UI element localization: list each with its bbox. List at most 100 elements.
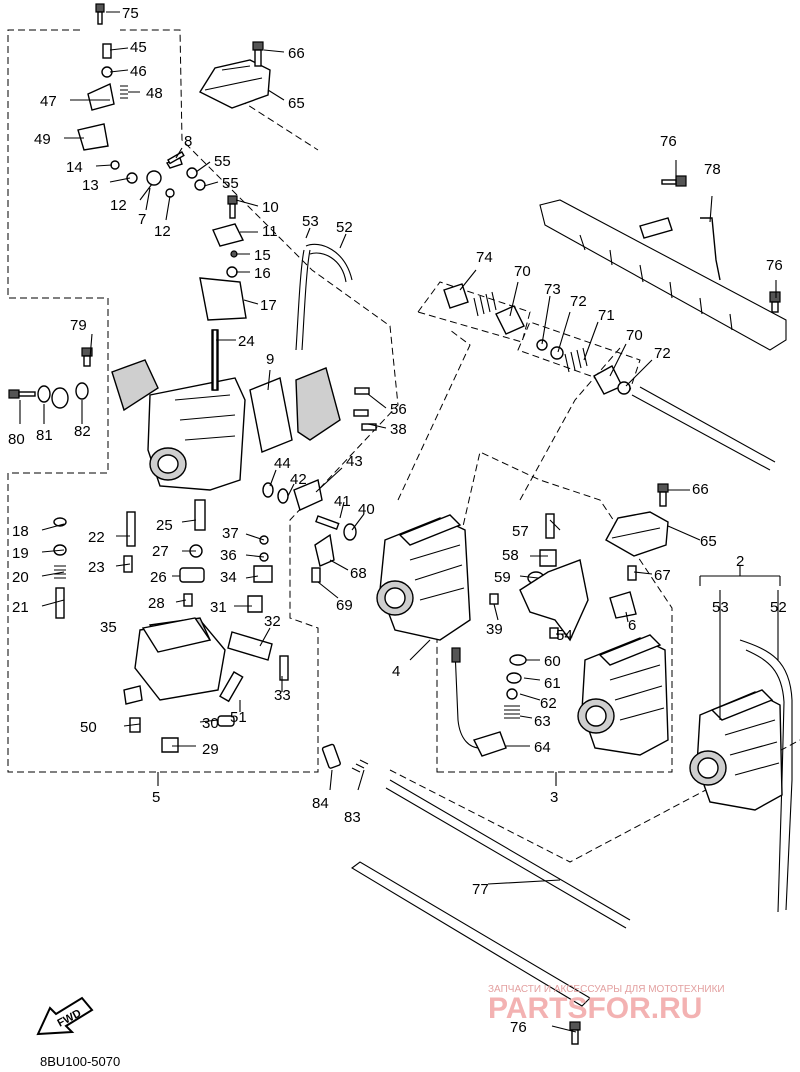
callout-c69: 69 (336, 597, 353, 614)
callout-c41: 41 (334, 493, 351, 510)
callout-c62: 62 (540, 695, 557, 712)
fwd-arrow-icon: FWD (36, 996, 94, 1036)
hose-52 (305, 243, 353, 283)
callout-c42: 42 (290, 471, 307, 488)
drawing-code: 8BU100-5070 (40, 1054, 120, 1069)
callout-c72a: 72 (570, 293, 587, 310)
callout-c76a: 76 (660, 133, 677, 150)
callout-c23: 23 (88, 559, 105, 576)
group-boundary-shaft (417, 281, 641, 391)
callout-c66b: 66 (692, 481, 709, 498)
choke-rod-77 (385, 779, 631, 929)
callout-c50: 50 (80, 719, 97, 736)
top-cover-65-upper (198, 59, 271, 109)
callout-c40: 40 (358, 501, 375, 518)
callout-c57: 57 (512, 523, 529, 540)
callout-c43: 43 (346, 453, 363, 470)
callout-c45: 45 (130, 39, 147, 56)
callout-c77: 77 (472, 881, 489, 898)
group-boundary-left (7, 29, 399, 773)
callout-c29: 29 (202, 741, 219, 758)
leader-carb3-top (519, 347, 621, 501)
callout-c55b: 55 (222, 175, 239, 192)
carburetor-4 (376, 514, 471, 641)
callout-c73: 73 (544, 281, 561, 298)
callout-c68: 68 (350, 565, 367, 582)
callout-c13: 13 (82, 177, 99, 194)
callout-c3: 3 (550, 789, 558, 806)
callout-c4: 4 (392, 663, 400, 680)
callout-c22: 22 (88, 529, 105, 546)
callout-c81: 81 (36, 427, 53, 444)
callout-c66a: 66 (288, 45, 305, 62)
small-parts (8, 3, 781, 1045)
callout-c47: 47 (40, 93, 57, 110)
callout-c67: 67 (654, 567, 671, 584)
leader-65-66-top (239, 99, 319, 151)
callout-c37: 37 (222, 525, 239, 542)
callout-c21: 21 (12, 599, 29, 616)
callout-c51: 51 (230, 709, 247, 726)
callout-c5: 5 (152, 789, 160, 806)
callout-c46: 46 (130, 63, 147, 80)
callout-c31: 31 (210, 599, 227, 616)
callout-c72b: 72 (654, 345, 671, 362)
callout-c12a: 12 (110, 197, 127, 214)
fuel-rail-bar (539, 199, 787, 351)
leader-lines (19, 11, 779, 1033)
carburetor-left (147, 329, 246, 491)
callout-c2: 2 (736, 553, 744, 570)
callout-c44: 44 (274, 455, 291, 472)
cover-plate (295, 367, 341, 441)
callout-c54: 54 (556, 627, 573, 644)
callout-c9: 9 (266, 351, 274, 368)
top-cover-65-lower (605, 511, 669, 557)
callout-c35: 35 (100, 619, 117, 636)
callout-c79: 79 (70, 317, 87, 334)
callout-c59: 59 (494, 569, 511, 586)
callout-c56: 56 (390, 401, 407, 418)
callout-c34: 34 (220, 569, 237, 586)
callout-c70b: 70 (626, 327, 643, 344)
callout-c65a: 65 (288, 95, 305, 112)
callout-c15: 15 (254, 247, 271, 264)
callout-c52a: 52 (336, 219, 353, 236)
callout-c76c: 76 (510, 1019, 527, 1036)
group-2-bracket (699, 566, 781, 586)
callout-c63: 63 (534, 713, 551, 730)
callout-c38: 38 (390, 421, 407, 438)
callout-c8: 8 (184, 133, 192, 150)
group-boundary-carb4-link (397, 329, 471, 501)
float-chamber-35 (141, 617, 212, 653)
callout-c82: 82 (74, 423, 91, 440)
callout-c28: 28 (148, 595, 165, 612)
callout-c14: 14 (66, 159, 83, 176)
callout-c10: 10 (262, 199, 279, 216)
callout-c61: 61 (544, 675, 561, 692)
callout-c26: 26 (150, 569, 167, 586)
callout-c65b: 65 (700, 533, 717, 550)
callout-c32: 32 (264, 613, 281, 630)
callout-c60: 60 (544, 653, 561, 670)
callout-c84: 84 (312, 795, 329, 812)
callout-c27: 27 (152, 543, 169, 560)
callout-c6: 6 (628, 617, 636, 634)
callout-c17: 17 (260, 297, 277, 314)
callout-c36: 36 (220, 547, 237, 564)
carburetor-3 (577, 634, 669, 756)
callout-c64: 64 (534, 739, 551, 756)
callout-c16: 16 (254, 265, 271, 282)
callout-c18: 18 (12, 523, 29, 540)
callout-c76b: 76 (766, 257, 783, 274)
callout-c11: 11 (262, 223, 278, 240)
callout-c39: 39 (486, 621, 503, 638)
gasket-9 (249, 377, 293, 453)
callout-c25: 25 (156, 517, 173, 534)
throttle-shaft-rod (631, 386, 776, 471)
callout-c20: 20 (12, 569, 29, 586)
callout-c78: 78 (704, 161, 721, 178)
callout-c12b: 12 (154, 223, 171, 240)
